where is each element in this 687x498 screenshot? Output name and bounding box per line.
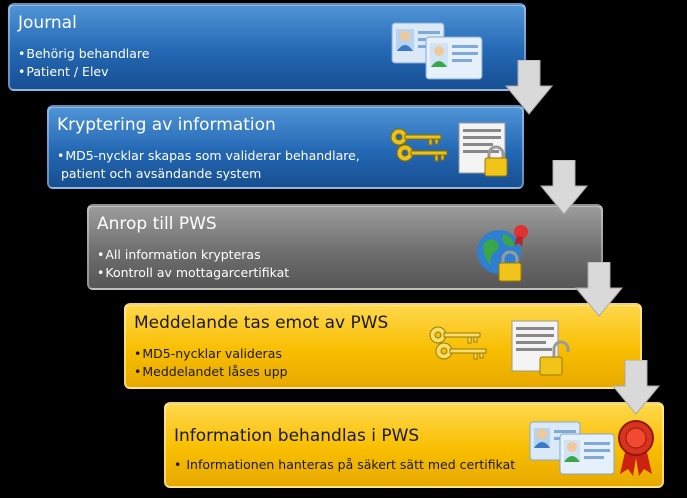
bullet-item: • Informationen hanteras på säkert sätt … [174,457,516,472]
certificate-seal-icon [618,420,654,476]
bullet-list: •Behörig behandlare •Patient / Elev [18,45,149,81]
step-anrop: Anrop till PWS •All information kryptera… [87,204,603,290]
contact-card-icon [529,421,615,475]
step-meddelande: Meddelande tas emot av PWS •MD5-nycklar … [124,303,642,389]
bullet-list: •MD5-nycklar skapas som validerar behand… [57,147,360,183]
bullet-item: •Meddelandet låses upp [134,364,288,379]
unlocked-document-icon [511,320,570,376]
step-title: Journal [18,13,77,33]
keys-icon [390,128,448,162]
down-arrow-icon [540,160,588,215]
contact-card-icon [391,22,483,80]
bullet-item: •Behörig behandlare [18,46,150,61]
bullet-item: •MD5-nycklar skapas som validerar behand… [57,148,360,163]
bullet-item: •MD5-nycklar valideras [134,346,282,361]
keys-icon [429,326,487,360]
step-title: Information behandlas i PWS [174,426,420,446]
bullet-item: •Kontroll av mottagarcertifikat [97,265,290,280]
down-arrow-icon [612,360,660,415]
bullet-list: •MD5-nycklar valideras •Meddelandet låse… [134,345,288,381]
step-title: Anrop till PWS [97,214,217,234]
bullet-item: patient och avsändande system [61,166,262,181]
bullet-item: •Patient / Elev [18,64,109,79]
step-kryptering: Kryptering av information •MD5-nycklar s… [47,105,524,189]
step-journal: Journal •Behörig behandlare •Patient / E… [8,3,526,91]
locked-document-icon [458,122,508,177]
down-arrow-icon [575,262,623,317]
step-title: Meddelande tas emot av PWS [134,313,389,333]
step-title: Kryptering av information [57,115,276,135]
bullet-item: •All information krypteras [97,247,261,262]
down-arrow-icon [505,60,553,115]
step-information: Information behandlas i PWS • Informatio… [164,402,664,488]
bullet-list: • Informationen hanteras på säkert sätt … [174,456,515,474]
bullet-list: •All information krypteras •Kontroll av … [97,246,289,282]
secure-globe-icon [477,225,528,282]
